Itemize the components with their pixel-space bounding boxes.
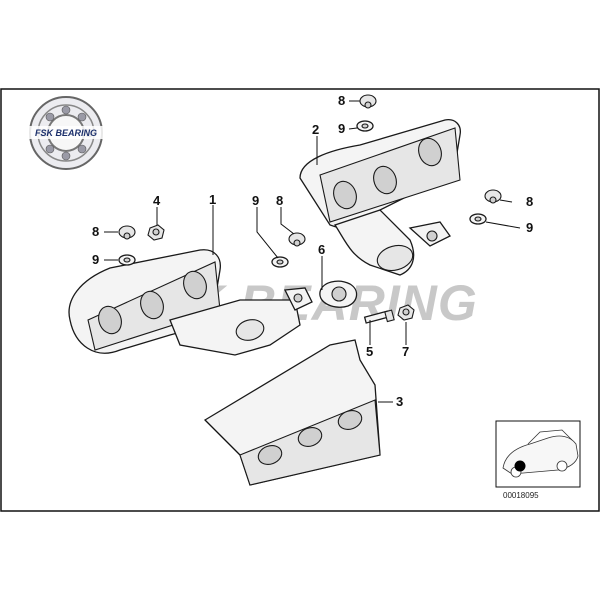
- callout-4: 4: [153, 193, 161, 208]
- nut-washer-left: [118, 225, 136, 266]
- vehicle-inset: 00018095: [495, 420, 581, 500]
- callout-6: 6: [318, 242, 325, 257]
- nut-washer-top: [356, 94, 377, 132]
- nut-washer-right: [469, 189, 502, 225]
- exhaust-manifold-2: [299, 119, 461, 276]
- callout-7: 7: [402, 344, 409, 359]
- nut-7: [397, 304, 415, 321]
- logo-text: FSK BEARING: [35, 128, 97, 138]
- callout-8-mid: 8: [276, 193, 283, 208]
- callout-9-right: 9: [526, 220, 533, 235]
- callout-8-right: 8: [526, 194, 533, 209]
- callout-9-left: 9: [92, 252, 99, 267]
- callout-5: 5: [366, 344, 373, 359]
- callout-8-left: 8: [92, 224, 99, 239]
- diagram-border: [0, 88, 600, 512]
- leader-lines: [104, 100, 521, 403]
- callout-9-top: 9: [338, 121, 345, 136]
- callout-9-mid: 9: [252, 193, 259, 208]
- fsk-logo: FSK BEARING: [24, 96, 108, 170]
- gasket-6: [319, 280, 358, 308]
- inset-location-marker: [514, 460, 526, 472]
- bolt-5: [363, 309, 395, 324]
- callout-3: 3: [396, 394, 403, 409]
- inset-code: 00018095: [503, 491, 539, 500]
- nut-4: [147, 224, 165, 241]
- exhaust-manifold-1: [68, 249, 313, 356]
- callout-2: 2: [312, 122, 319, 137]
- callout-8-top: 8: [338, 93, 345, 108]
- heat-shield-3: [203, 339, 381, 486]
- callout-1: 1: [209, 192, 216, 207]
- nut-washer-mid: [271, 232, 306, 268]
